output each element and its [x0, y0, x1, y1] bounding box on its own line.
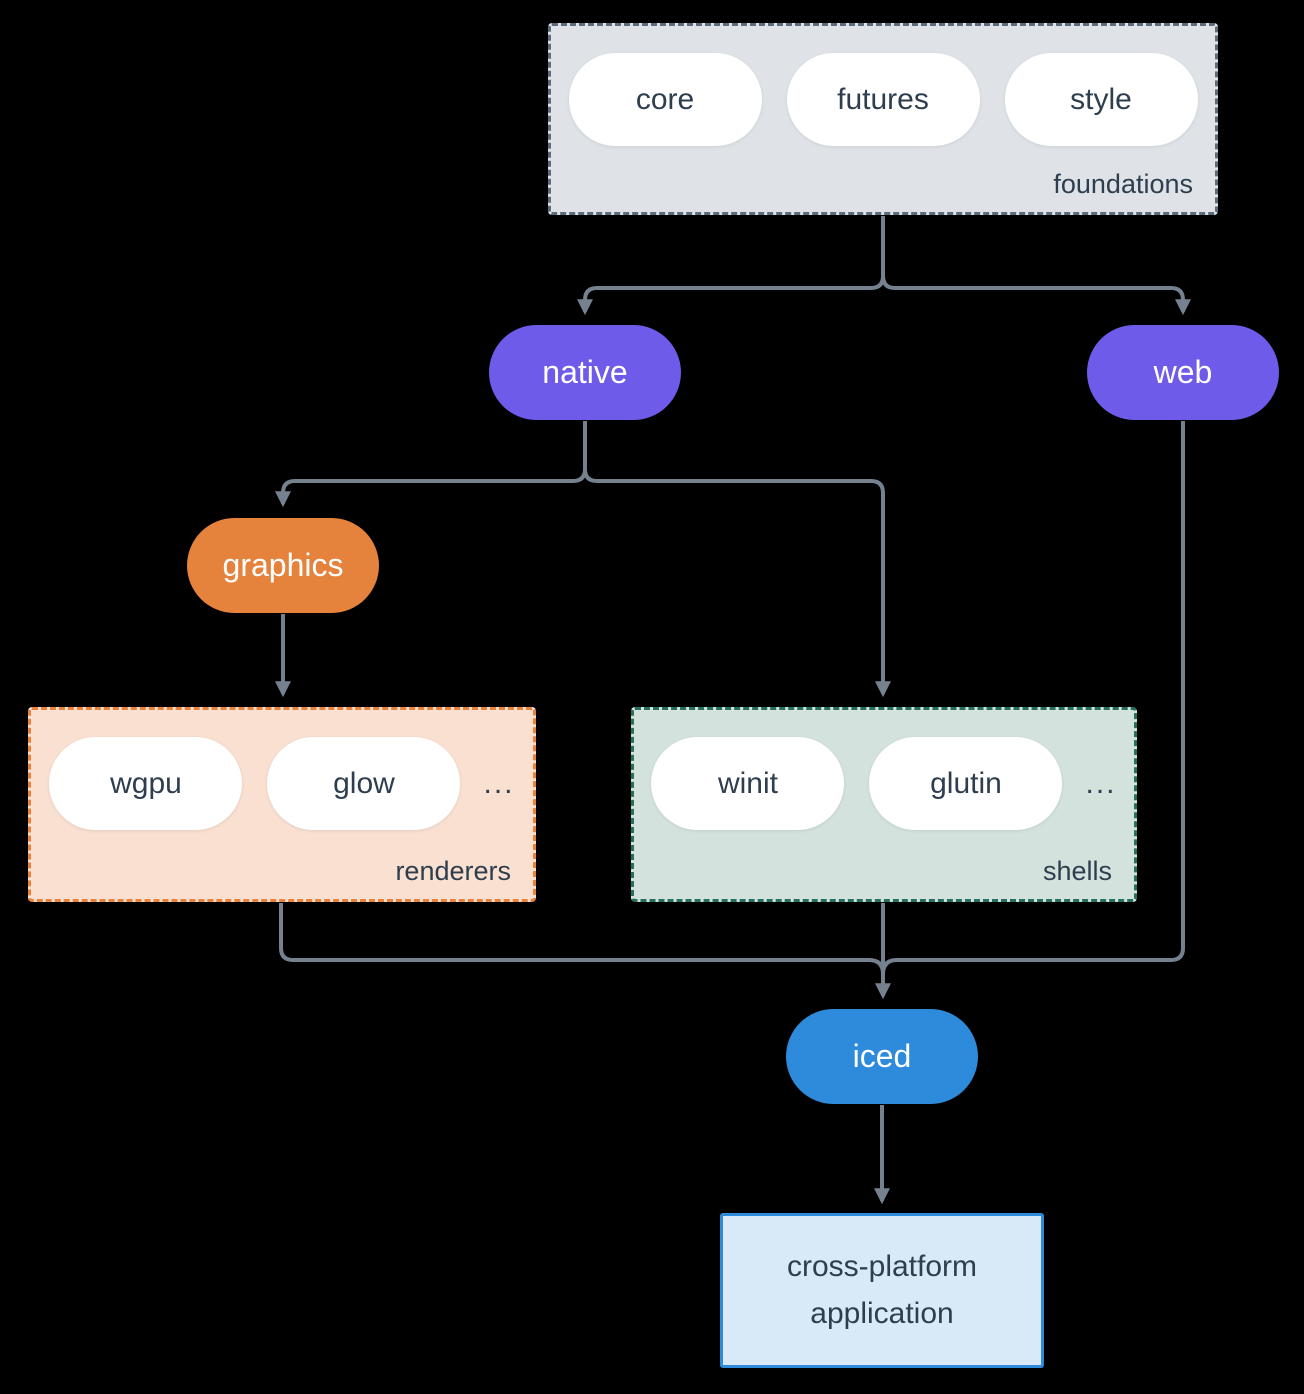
node-style: style — [1004, 53, 1198, 146]
shells-pill-row: winit glutin ... — [634, 737, 1134, 830]
shells-ellipsis: ... — [1085, 766, 1117, 800]
node-glow: glow — [267, 737, 461, 830]
edge-native-to-graphics — [275, 421, 587, 508]
edge-native-to-shells — [583, 421, 891, 698]
edge-foundations-to-native — [577, 216, 885, 316]
group-renderers: wgpu glow ... renderers — [28, 707, 536, 902]
node-futures: futures — [786, 53, 980, 146]
foundations-group-label: foundations — [1053, 169, 1193, 199]
node-native: native — [489, 325, 681, 420]
group-foundations: core futures style foundations — [548, 23, 1218, 215]
renderers-pill-row: wgpu glow ... — [31, 737, 533, 830]
node-winit: winit — [651, 737, 845, 830]
node-graphics: graphics — [187, 518, 379, 613]
node-core: core — [568, 53, 762, 146]
node-glutin: glutin — [869, 737, 1063, 830]
group-shells: winit glutin ... shells — [631, 707, 1137, 902]
node-web: web — [1087, 325, 1279, 420]
cross-platform-application-box: cross-platform application — [720, 1213, 1044, 1368]
renderers-ellipsis: ... — [483, 766, 515, 800]
edge-foundations-to-web — [881, 216, 1191, 316]
node-iced: iced — [786, 1009, 978, 1104]
shells-group-label: shells — [1042, 856, 1112, 886]
renderers-group-label: renderers — [395, 856, 511, 886]
node-wgpu: wgpu — [49, 737, 243, 830]
edge-renderers-to-join — [279, 903, 885, 975]
foundations-pill-row: core futures style — [551, 53, 1215, 146]
